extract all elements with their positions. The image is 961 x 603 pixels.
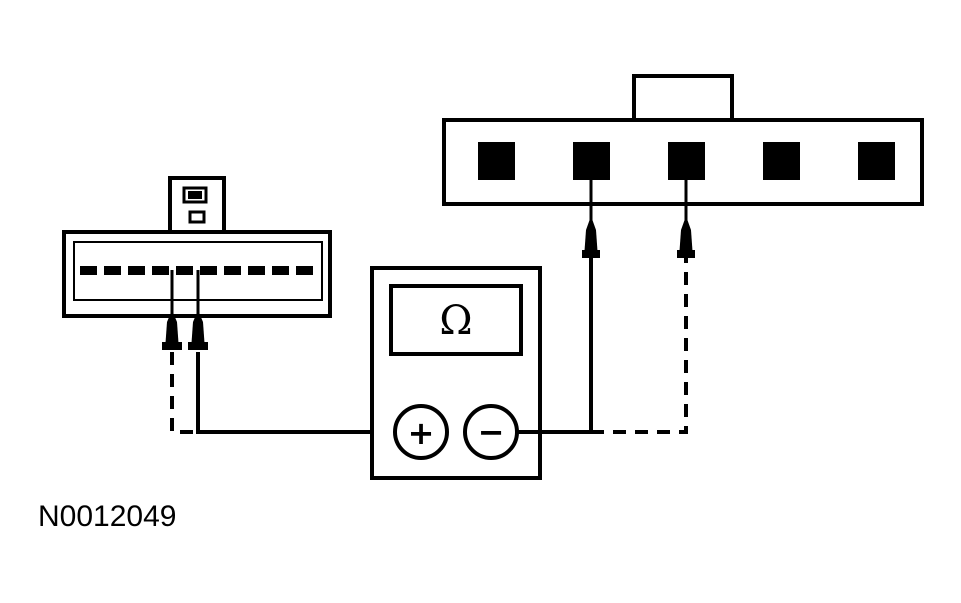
positive-terminal: [393, 404, 449, 460]
ohm-symbol: Ω: [439, 298, 472, 344]
right-pin-5: [858, 142, 895, 180]
left-probe-b: [188, 310, 208, 350]
right-pin-3: [668, 142, 705, 180]
right-probe-a: [582, 216, 600, 258]
left-probe-a: [162, 310, 182, 350]
right-connector-lock-tab: [632, 74, 734, 124]
left-connector: [62, 176, 332, 318]
left-dashed-lead: [170, 352, 198, 434]
right-dashed-lead: [591, 258, 688, 434]
left-solid-lead: [196, 352, 394, 434]
left-connector-lock-tab: [168, 176, 226, 236]
negative-terminal-symbol: −: [478, 413, 505, 451]
figure-reference-id: N0012049: [38, 500, 177, 533]
right-pin-2: [573, 142, 610, 180]
ohmmeter-display: [389, 284, 523, 356]
right-connector: [442, 74, 924, 220]
right-connector-pins: [478, 142, 895, 180]
left-connector-pin-row: [80, 266, 313, 275]
ohmmeter: Ω + −: [370, 266, 542, 480]
left-connector-lock-window-lower: [188, 210, 206, 224]
right-pin-4: [763, 142, 800, 180]
right-probe-b: [677, 216, 695, 258]
right-pin-1: [478, 142, 515, 180]
positive-terminal-symbol: +: [408, 414, 435, 452]
